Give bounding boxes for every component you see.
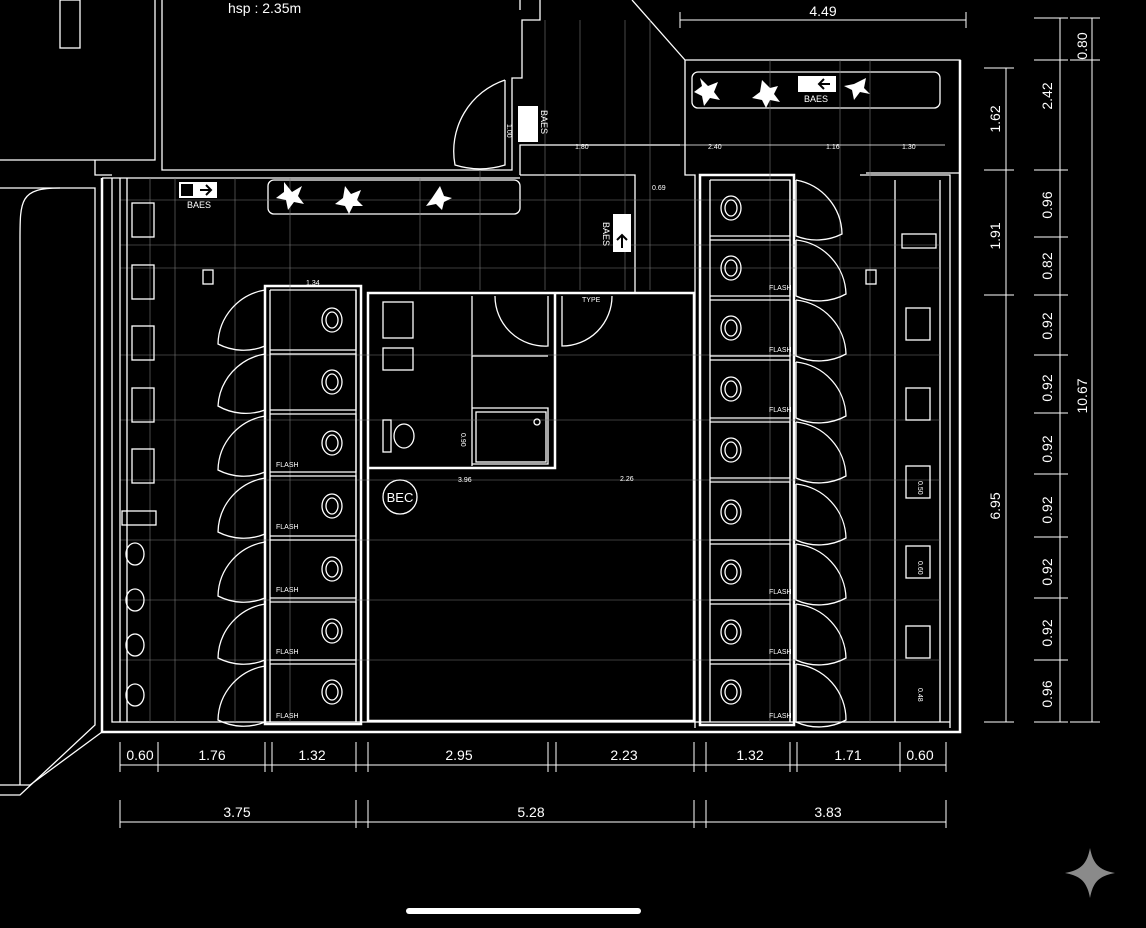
svg-text:0.90: 0.90 — [459, 433, 466, 447]
svg-text:0.92: 0.92 — [1039, 312, 1055, 339]
svg-text:FLASH: FLASH — [276, 649, 299, 656]
baes-label-vertical-2: BAES — [601, 222, 611, 246]
dimensions-right-outer: 0.80 10.67 — [1074, 32, 1090, 413]
right-stalls — [709, 179, 791, 722]
dimensions-bottom-row2: 3.75 5.28 3.83 — [223, 804, 841, 820]
svg-text:FLASH: FLASH — [769, 649, 792, 656]
svg-text:2.95: 2.95 — [445, 747, 472, 763]
svg-text:3.96: 3.96 — [458, 477, 472, 484]
svg-text:5.28: 5.28 — [517, 804, 544, 820]
svg-text:3.83: 3.83 — [814, 804, 841, 820]
svg-text:FLASH: FLASH — [769, 589, 792, 596]
svg-text:FLASH: FLASH — [769, 407, 792, 414]
svg-text:FLASH: FLASH — [276, 587, 299, 594]
light-fixtures — [276, 78, 870, 214]
svg-text:0.80: 0.80 — [1074, 32, 1090, 59]
svg-text:0.60: 0.60 — [126, 747, 153, 763]
svg-text:1.32: 1.32 — [736, 747, 763, 763]
svg-text:0.96: 0.96 — [1039, 680, 1055, 707]
svg-text:1.80: 1.80 — [575, 144, 589, 151]
exit-sign-icon — [179, 76, 836, 252]
central-doors — [453, 79, 613, 347]
left-doors — [217, 289, 266, 727]
home-indicator[interactable] — [406, 908, 641, 914]
svg-text:1.91: 1.91 — [987, 222, 1003, 249]
baes-label-right: BAES — [804, 94, 828, 104]
svg-text:FLASH: FLASH — [276, 524, 299, 531]
svg-text:0.92: 0.92 — [1039, 558, 1055, 585]
svg-text:0.92: 0.92 — [1039, 374, 1055, 401]
left-fixtures — [119, 178, 155, 722]
dimensions-right-mid: 2.42 0.96 0.82 0.92 0.92 0.92 0.92 0.92 … — [1039, 82, 1055, 707]
svg-text:FLASH: FLASH — [276, 713, 299, 720]
svg-text:1.62: 1.62 — [987, 105, 1003, 132]
svg-text:1.34: 1.34 — [306, 280, 320, 287]
svg-text:0.92: 0.92 — [1039, 496, 1055, 523]
stall-labels: FLASH FLASH FLASH FLASH FLASH FLASH FLAS… — [276, 285, 792, 720]
svg-text:0.60: 0.60 — [916, 561, 923, 575]
svg-text:1.00: 1.00 — [505, 124, 512, 138]
left-stalls — [269, 289, 357, 722]
svg-text:0.60: 0.60 — [906, 747, 933, 763]
svg-text:1.16: 1.16 — [826, 144, 840, 151]
service-room — [382, 301, 541, 515]
svg-text:0.69: 0.69 — [652, 185, 666, 192]
svg-text:2.42: 2.42 — [1039, 82, 1055, 109]
svg-text:0.82: 0.82 — [1039, 252, 1055, 279]
svg-text:FLASH: FLASH — [276, 462, 299, 469]
baes-label-vertical-1: BAES — [539, 110, 549, 134]
small-dimensions: 1.80 2.40 1.16 1.30 1.00 0.69 1.34 2.26 … — [306, 124, 923, 702]
svg-text:0.92: 0.92 — [1039, 619, 1055, 646]
svg-text:10.67: 10.67 — [1074, 378, 1090, 413]
dimension-top: 4.49 — [809, 3, 836, 19]
svg-text:6.95: 6.95 — [987, 492, 1003, 519]
svg-text:0.48: 0.48 — [916, 688, 923, 702]
svg-text:2.26: 2.26 — [620, 476, 634, 483]
svg-text:0.92: 0.92 — [1039, 435, 1055, 462]
svg-text:3.75: 3.75 — [223, 804, 250, 820]
svg-text:0.50: 0.50 — [916, 481, 923, 495]
svg-text:TYPE: TYPE — [582, 297, 601, 304]
walls — [0, 0, 962, 796]
baes-label-left: BAES — [187, 200, 211, 210]
svg-text:1.76: 1.76 — [198, 747, 225, 763]
right-fixtures — [121, 233, 937, 659]
svg-text:FLASH: FLASH — [769, 347, 792, 354]
svg-text:0.96: 0.96 — [1039, 191, 1055, 218]
svg-text:2.40: 2.40 — [708, 144, 722, 151]
svg-text:FLASH: FLASH — [769, 285, 792, 292]
svg-text:1.30: 1.30 — [902, 144, 916, 151]
svg-text:2.23: 2.23 — [610, 747, 637, 763]
sparkle-icon[interactable] — [1063, 846, 1117, 900]
ceiling-height-label: hsp : 2.35m — [228, 0, 301, 16]
dimensions-right-inner: 1.62 1.91 6.95 — [987, 105, 1003, 519]
svg-text:1.32: 1.32 — [298, 747, 325, 763]
fire-extinguisher-icon — [202, 269, 877, 285]
dimension-lines — [119, 12, 1100, 828]
svg-text:FLASH: FLASH — [769, 713, 792, 720]
right-doors — [795, 179, 847, 728]
dimensions-bottom-row1: 0.60 1.76 1.32 2.95 2.23 1.32 1.71 0.60 — [126, 747, 933, 763]
bec-label: BEC — [387, 490, 414, 505]
svg-text:1.71: 1.71 — [834, 747, 861, 763]
